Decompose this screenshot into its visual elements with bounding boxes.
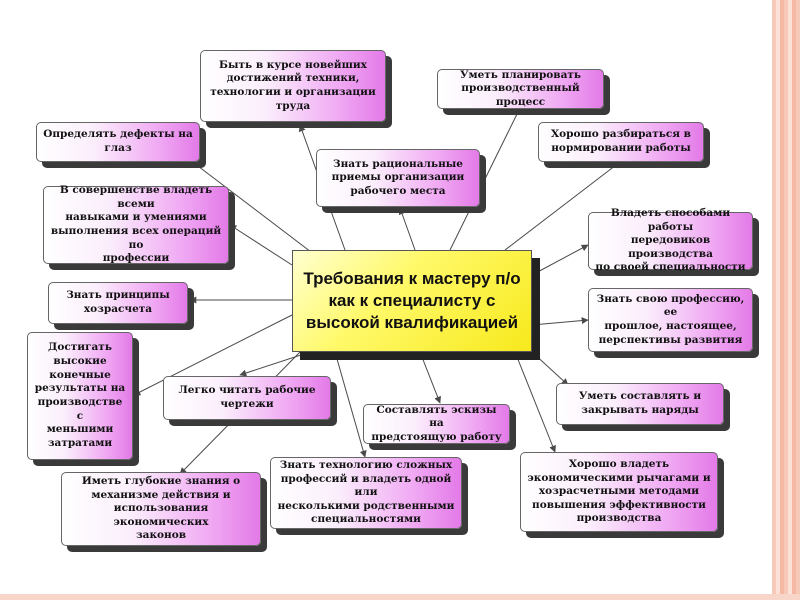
decorative-frame-right (772, 0, 800, 600)
arrow-to-norming (504, 161, 621, 251)
arrow-to-profession (531, 317, 589, 326)
arrow-to-drawings (239, 351, 311, 377)
arrow-to-planning (449, 107, 521, 251)
arrow-to-economics (514, 351, 556, 453)
arrow-to-defects (189, 159, 316, 256)
decorative-frame-bottom (0, 594, 800, 600)
arrow-to-skills (229, 224, 293, 266)
arrow-to-results (133, 314, 293, 396)
arrow-to-complex (334, 351, 367, 458)
arrow-to-sketches (419, 351, 441, 404)
arrow-to-workplace (398, 207, 416, 251)
arrow-to-orders (531, 351, 569, 386)
center-line-1: Требования к мастеру п/о (303, 268, 521, 288)
center-line-2: как к специалисту с (328, 290, 496, 310)
arrow-to-advanced (531, 244, 589, 276)
center-line-3: высокой квалификацией (305, 313, 519, 333)
